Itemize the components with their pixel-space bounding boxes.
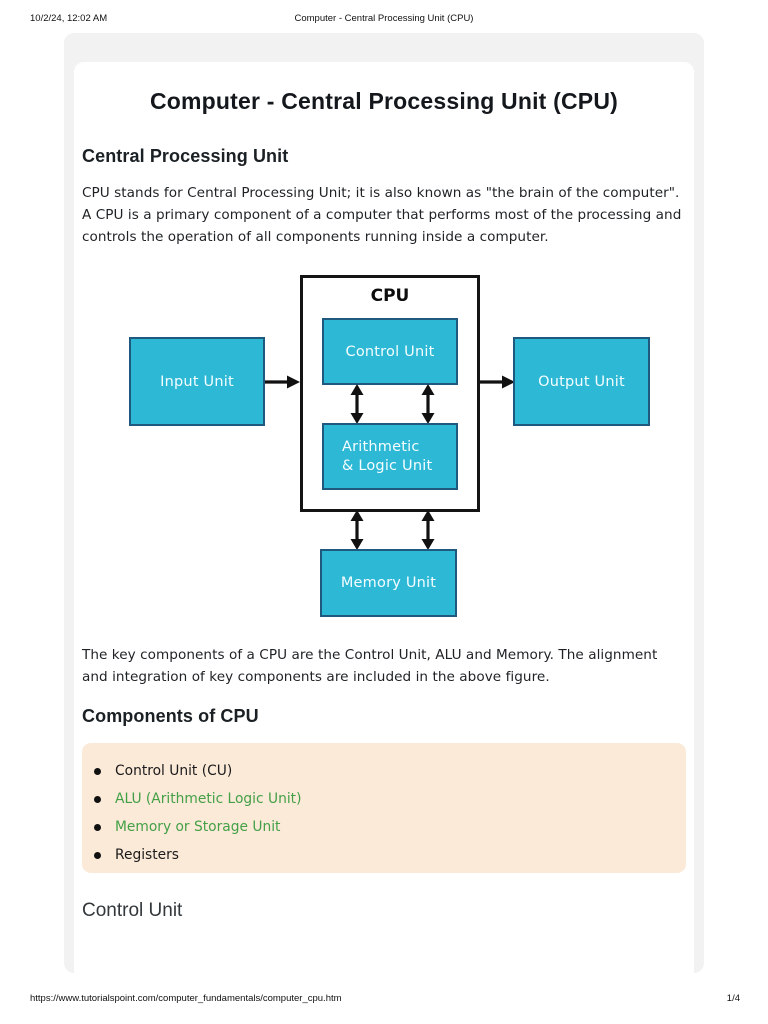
after-figure-paragraph: The key components of a CPU are the Cont… bbox=[82, 647, 658, 685]
print-footer: https://www.tutorialspoint.com/computer_… bbox=[0, 993, 768, 1007]
intro-paragraph: CPU stands for Central Processing Unit; … bbox=[82, 185, 682, 245]
components-callout-box: Control Unit (CU) ALU (Arithmetic Logic … bbox=[82, 743, 686, 873]
list-item-alu-link[interactable]: ALU (Arithmetic Logic Unit) bbox=[82, 786, 686, 814]
print-source-url: https://www.tutorialspoint.com/computer_… bbox=[30, 993, 342, 1004]
heading-central-processing-unit: Central Processing Unit bbox=[82, 146, 289, 166]
arrow-cpu-to-output-icon bbox=[480, 375, 515, 389]
cpu-diagram-figure: Input Unit CPU Control Unit bbox=[74, 270, 694, 628]
diagram-memory-unit-box: Memory Unit bbox=[320, 549, 457, 617]
cpu-frame-label: CPU bbox=[370, 286, 410, 306]
arrow-cpu-memory-right-icon bbox=[421, 510, 435, 550]
heading-components-of-cpu: Components of CPU bbox=[82, 706, 259, 726]
print-doc-title: Computer - Central Processing Unit (CPU) bbox=[294, 13, 474, 24]
print-datetime: 10/2/24, 12:02 AM bbox=[30, 13, 108, 24]
output-unit-label: Output Unit bbox=[538, 373, 625, 390]
diagram-input-unit-box: Input Unit bbox=[129, 337, 265, 426]
site-background-panel: Computer - Central Processing Unit (CPU)… bbox=[64, 33, 704, 973]
control-unit-label: Control Unit bbox=[345, 343, 435, 360]
print-header: 10/2/24, 12:02 AM Computer - Central Pro… bbox=[0, 13, 768, 27]
arrow-cpu-memory-left-icon bbox=[350, 510, 364, 550]
alu-label-line2: & Logic Unit bbox=[342, 457, 433, 474]
arrow-input-to-cpu-icon bbox=[265, 375, 300, 389]
print-page-indicator: 1/4 bbox=[726, 993, 740, 1004]
diagram-output-unit-box: Output Unit bbox=[513, 337, 650, 426]
list-item-control-unit: Control Unit (CU) bbox=[82, 758, 686, 786]
list-item-memory-link[interactable]: Memory or Storage Unit bbox=[82, 814, 686, 842]
input-unit-label: Input Unit bbox=[160, 373, 234, 390]
alu-label-line1: Arithmetic bbox=[342, 438, 420, 455]
heading-control-unit: Control Unit bbox=[82, 900, 183, 921]
memory-unit-label: Memory Unit bbox=[340, 575, 437, 591]
diagram-control-unit-box: Control Unit bbox=[322, 318, 458, 385]
arrow-control-alu-left-icon bbox=[350, 384, 364, 424]
diagram-alu-box: Arithmetic & Logic Unit bbox=[322, 423, 458, 490]
arrow-control-alu-right-icon bbox=[421, 384, 435, 424]
content-card: Computer - Central Processing Unit (CPU)… bbox=[74, 62, 694, 973]
page-title: Computer - Central Processing Unit (CPU) bbox=[149, 88, 619, 114]
list-item-registers: Registers bbox=[82, 842, 686, 870]
